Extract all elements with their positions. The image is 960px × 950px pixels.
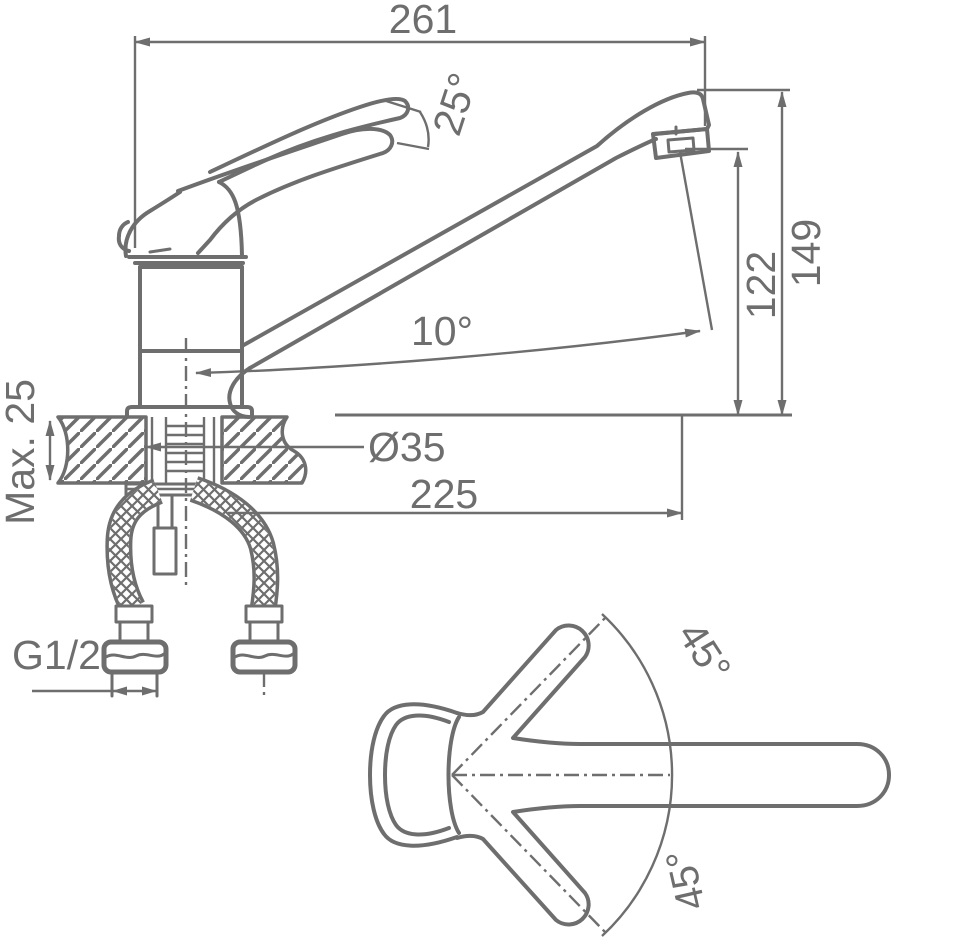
fixing-stud-lower (152, 526, 178, 576)
thread-arrow-left (112, 686, 127, 696)
tv-centerline-up45 (451, 616, 607, 776)
handle-angle-tick-lower (396, 141, 430, 151)
dim-label-max25: Max. 25 (0, 379, 43, 525)
dimension-handle-angle: 25° (382, 67, 487, 151)
supply-hose-left (101, 478, 169, 698)
spout-elbow (227, 366, 252, 419)
hose-collar-left (114, 604, 154, 624)
countertop-section (56, 413, 792, 485)
body-flange (125, 405, 254, 419)
dim-label-261: 261 (389, 0, 457, 42)
top-view-body (368, 623, 891, 927)
handle-dome-left (123, 190, 182, 258)
countertop-slab-left (56, 415, 148, 485)
faucet-spout (227, 90, 711, 419)
hose-nut-left-facet (104, 652, 166, 659)
tv-handle-inner-line (383, 713, 451, 837)
dimension-hose-thread: G1/2 (12, 632, 157, 696)
dimension-outlet-height: 122 (685, 147, 784, 416)
aerator (651, 127, 711, 160)
dim-label-g12: G1/2 (12, 632, 101, 678)
handle-lever-raised (208, 96, 411, 184)
handle-base-dash (148, 247, 172, 254)
handle-lever-down (176, 126, 395, 255)
top-view: 45° 45° (368, 613, 891, 937)
outlet-axis-line (678, 151, 714, 331)
handle-angle-arc (418, 111, 430, 148)
tilt-arc (195, 328, 701, 378)
dim-label-122: 122 (738, 251, 784, 319)
tv-spout-position-up (455, 623, 591, 746)
tv-handle-outline (368, 702, 459, 848)
top-view-centerlines (451, 616, 670, 934)
supply-hose-right (189, 476, 298, 698)
mounting-shank (150, 417, 216, 483)
tv-body-seam (446, 715, 461, 835)
handle-back-nub (116, 220, 131, 253)
supply-hoses (101, 476, 298, 698)
swivel-angle-down-label: 45° (658, 846, 714, 915)
handle-dome-right (217, 180, 244, 258)
hose-collar-right (244, 604, 284, 624)
faucet-body (125, 255, 254, 419)
swivel-arc (601, 613, 674, 937)
faucet-handle (116, 96, 411, 258)
tv-spout-bar (578, 742, 891, 808)
tv-centerline-down45 (451, 774, 607, 934)
dim-label-149: 149 (783, 219, 829, 287)
thread-arrow-right (142, 686, 157, 696)
countertop-slab-right (220, 415, 308, 485)
dimension-overall-length: 261 (133, 0, 707, 248)
swivel-angle-up-label: 45° (669, 615, 739, 690)
tv-spout-position-down (455, 804, 591, 927)
dimension-outlet-reach: 225 (228, 415, 684, 520)
hose-nut-right-facet (233, 652, 295, 659)
dim-label-10deg: 10° (411, 308, 473, 354)
dimension-spout-height: 149 (697, 88, 829, 416)
dim-label-225: 225 (410, 471, 478, 517)
dimension-hole-diameter: Ø35 (145, 424, 446, 470)
spout-top-edge-and-head (240, 90, 711, 348)
dimension-deck-thickness: Max. 25 (0, 379, 55, 525)
dimension-spout-tilt: 10° (195, 151, 714, 378)
dim-label-o35: Ø35 (368, 424, 446, 470)
dim-label-25deg: 25° (424, 67, 487, 140)
handle-angle-tick-upper (382, 98, 422, 114)
